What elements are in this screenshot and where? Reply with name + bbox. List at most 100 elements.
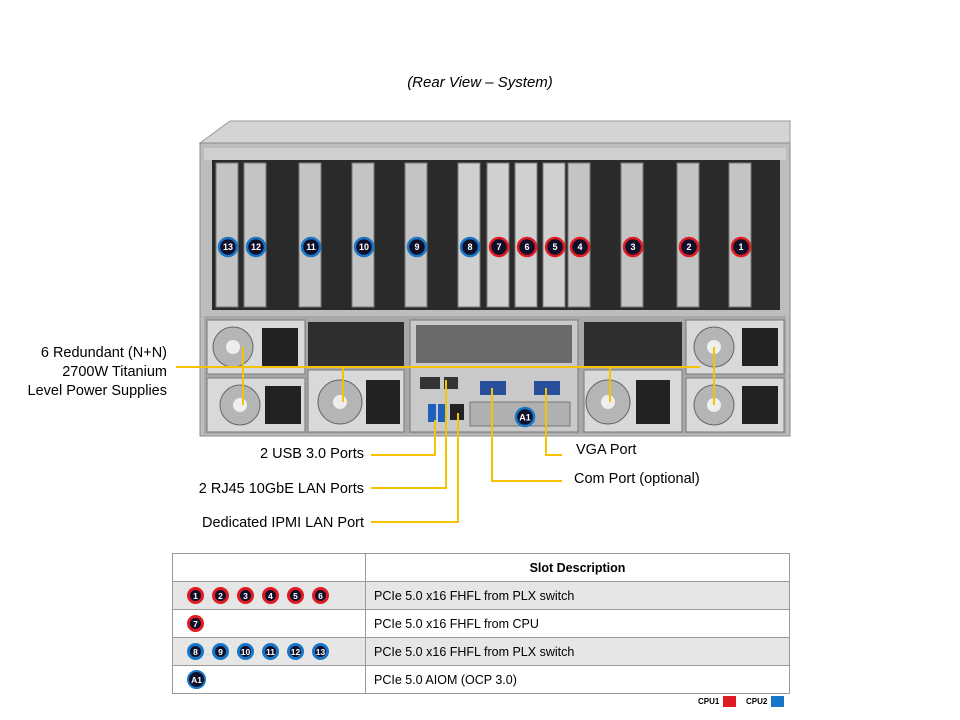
slot-badge-4 <box>569 236 591 258</box>
slot-badge-13 <box>217 236 239 258</box>
slot-badge-9 <box>406 236 428 258</box>
pcie-slot-bracket <box>542 162 566 308</box>
pcie-slot-brackets <box>215 162 752 308</box>
legend-cpu2-swatch <box>771 696 785 707</box>
psu-center-right <box>583 369 683 433</box>
pcie-slot-bracket <box>404 162 428 308</box>
slot-badge-10 <box>353 236 375 258</box>
slot-badge-3 <box>622 236 644 258</box>
diagram-caption: (Rear View – System) <box>407 74 553 91</box>
callout-line-vga <box>545 388 562 456</box>
slot-badge-label: 4 <box>577 242 582 252</box>
slot-badge: 12 <box>287 643 304 660</box>
slot-badge: 13 <box>312 643 329 660</box>
slot-badge: 3 <box>237 587 254 604</box>
chassis-top-rail <box>204 148 786 160</box>
usb-port-icon <box>438 404 446 422</box>
slot-badge-label: 12 <box>251 242 261 252</box>
power-callout-line1: 6 Redundant (N+N) <box>40 345 167 361</box>
psu-left-top <box>206 319 306 375</box>
slot-badge: 2 <box>212 587 229 604</box>
power-supply-callout: 6 Redundant (N+N) 2700W Titanium Level P… <box>0 344 167 401</box>
slot-badge: A1 <box>187 670 206 689</box>
slot-badge-label: 6 <box>524 242 529 252</box>
ipmi-callout: Dedicated IPMI LAN Port <box>202 515 364 531</box>
psu-right-bottom <box>685 377 785 433</box>
table-header-row: Slot Description <box>172 553 790 582</box>
callout-lines <box>176 347 715 523</box>
slot-description-cell: PCIe 5.0 x16 FHFL from PLX switch <box>365 637 790 666</box>
vent-grille-left <box>308 322 404 366</box>
rj45-port-icon <box>420 377 440 389</box>
io-panel <box>409 319 579 433</box>
slot-description-cell: PCIe 5.0 x16 FHFL from CPU <box>365 609 790 638</box>
slot-badge: 10 <box>237 643 254 660</box>
slot-badges-cell: 7 <box>172 609 366 638</box>
slot-badges-cell: A1 <box>172 665 366 694</box>
slot-badge-label: 8 <box>467 242 472 252</box>
slot-badge: 7 <box>187 615 204 632</box>
com-callout: Com Port (optional) <box>574 471 700 487</box>
psu-left-bottom <box>206 377 306 433</box>
pcie-slot-bracket <box>676 162 700 308</box>
slot-badge: 9 <box>212 643 229 660</box>
legend-cpu2-label: CPU2 <box>746 697 768 706</box>
chassis-lid <box>198 120 791 144</box>
slot-badge-label: 5 <box>552 242 557 252</box>
pcie-slot-bracket <box>457 162 481 308</box>
pcie-slot-bracket <box>728 162 752 308</box>
slot-badge-2 <box>678 236 700 258</box>
aiom-badge: A1 <box>514 406 536 428</box>
slot-badge-7 <box>488 236 510 258</box>
usb-callout: 2 USB 3.0 Ports <box>260 446 364 462</box>
slot-badge: 5 <box>287 587 304 604</box>
pcie-slot-bracket <box>351 162 375 308</box>
callout-line-usb <box>371 420 436 456</box>
psu-center-left <box>307 369 405 433</box>
power-callout-line2: 2700W Titanium <box>62 364 167 380</box>
slot-badge-1 <box>730 236 752 258</box>
slot-badge: 11 <box>262 643 279 660</box>
pcie-slot-bracket <box>620 162 644 308</box>
table-row: 7 PCIe 5.0 x16 FHFL from CPU <box>172 609 790 638</box>
slot-badge-label: 1 <box>738 242 743 252</box>
legend-cpu2: CPU2 <box>746 696 785 707</box>
slot-badge-6 <box>516 236 538 258</box>
aiom-badge-label: A1 <box>519 413 531 423</box>
table-header-slot-description: Slot Description <box>365 553 790 582</box>
slot-badge: 6 <box>312 587 329 604</box>
vent-grille-right <box>584 322 682 366</box>
lan-callout: 2 RJ45 10GbE LAN Ports <box>198 481 364 497</box>
slot-badge: 4 <box>262 587 279 604</box>
callout-line-ipmi <box>371 413 459 523</box>
slot-badge-label: 3 <box>630 242 635 252</box>
slot-badge-label: 10 <box>359 242 369 252</box>
power-callout-line3: Level Power Supplies <box>27 383 167 399</box>
slot-badge-label: 9 <box>414 242 419 252</box>
slot-badge-label: 7 <box>496 242 501 252</box>
pcie-slot-bracket <box>215 162 239 308</box>
slot-badge-label: 11 <box>306 242 316 252</box>
slot-badge-8 <box>459 236 481 258</box>
vga-callout: VGA Port <box>576 442 637 458</box>
usb-port-icon <box>428 404 436 422</box>
callout-line-lan <box>371 380 447 489</box>
table-header-empty <box>172 553 366 582</box>
slot-badge-12 <box>245 236 267 258</box>
psu-right-top <box>685 319 785 375</box>
lan-port-icon <box>450 404 464 420</box>
callout-line-com <box>491 388 562 482</box>
slot-badge: 1 <box>187 587 204 604</box>
legend-cpu1-swatch <box>723 696 737 707</box>
slot-badge-11 <box>300 236 322 258</box>
pcie-slot-bracket <box>514 162 538 308</box>
legend-cpu1-label: CPU1 <box>698 697 720 706</box>
pcie-slot-bracket <box>243 162 267 308</box>
slot-badge-label: 2 <box>686 242 691 252</box>
legend-cpu1: CPU1 <box>698 696 737 707</box>
